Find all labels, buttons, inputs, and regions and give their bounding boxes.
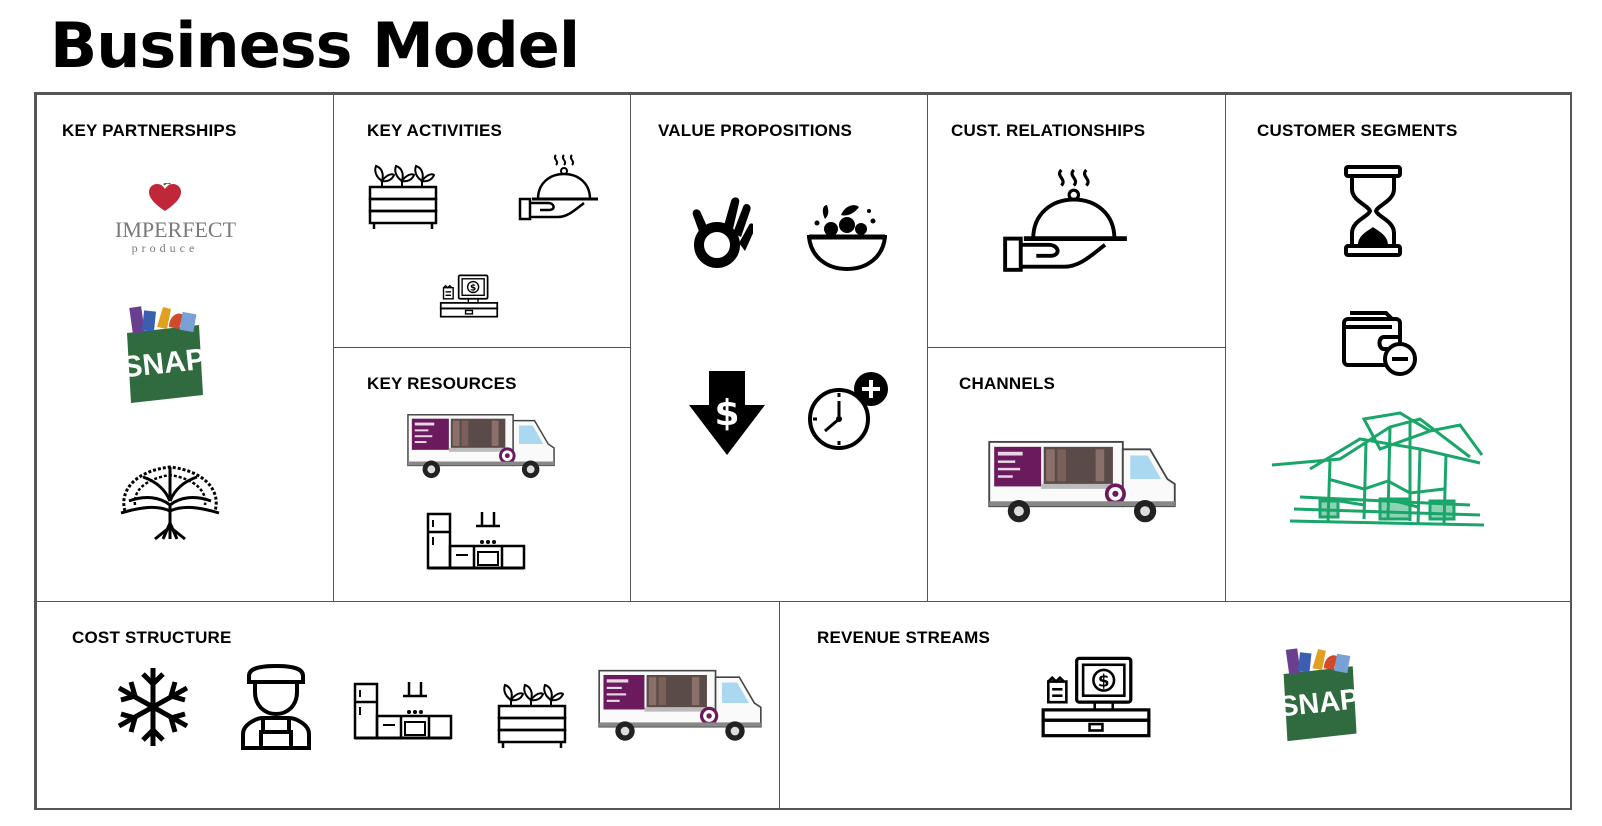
- food-truck-icon: [406, 406, 556, 482]
- imperfect-logo-line2: produce: [131, 241, 199, 255]
- key-partnerships-section: KEY PARTNERSHIPS IMPERFECT produce: [36, 94, 334, 602]
- salad-bowl-icon: [807, 199, 887, 271]
- serving-cloche-icon: [518, 153, 600, 225]
- key-resources-section: KEY RESOURCES: [333, 347, 631, 602]
- cost-structure-section: COST STRUCTURE: [36, 601, 780, 810]
- wallet-minus-icon: [1340, 309, 1420, 379]
- key-resources-label: KEY RESOURCES: [367, 374, 517, 393]
- chef-icon: [241, 664, 311, 750]
- customer-relationships-label: CUST. RELATIONSHIPS: [951, 121, 1146, 140]
- customer-relationships-section: CUST. RELATIONSHIPS: [927, 94, 1226, 348]
- food-truck-icon: [984, 432, 1180, 526]
- planter-icon: [368, 161, 438, 229]
- hourglass-icon: [1344, 165, 1402, 257]
- svg-text:$: $: [714, 393, 739, 434]
- kitchen-icon: [426, 510, 526, 570]
- value-propositions-label: VALUE PROPOSITIONS: [658, 121, 853, 140]
- key-activities-section: KEY ACTIVITIES: [333, 94, 631, 348]
- page-title: Business Model: [50, 9, 580, 82]
- value-propositions-section: VALUE PROPOSITIONS: [630, 94, 928, 602]
- channels-section: CHANNELS: [927, 347, 1226, 602]
- ok-hand-icon: [687, 193, 753, 273]
- cash-register-icon: [438, 265, 500, 327]
- oak-tree-icon: [115, 461, 225, 541]
- serving-cloche-icon: [1002, 163, 1130, 283]
- revenue-streams-label: REVENUE STREAMS: [817, 628, 991, 647]
- imperfect-logo-line1: IMPERFECT: [115, 217, 237, 242]
- price-down-icon: $: [687, 369, 767, 457]
- food-truck-icon: [597, 662, 763, 744]
- customer-segments-label: CUSTOMER SEGMENTS: [1257, 121, 1458, 140]
- snap-bag-icon: [117, 303, 217, 411]
- heart-icon: [147, 183, 183, 213]
- channels-label: CHANNELS: [959, 374, 1056, 393]
- time-add-icon: [805, 371, 891, 453]
- customer-segments-section: CUSTOMER SEGMENTS: [1225, 94, 1572, 602]
- port-cranes-icon: [1270, 409, 1486, 531]
- key-activities-label: KEY ACTIVITIES: [367, 121, 503, 140]
- snowflake-icon: [113, 664, 193, 750]
- cash-register-icon: [1038, 640, 1154, 754]
- key-partnerships-label: KEY PARTNERSHIPS: [62, 121, 237, 140]
- snap-bag-icon: [1274, 644, 1370, 750]
- cost-structure-label: COST STRUCTURE: [72, 628, 232, 647]
- revenue-streams-section: REVENUE STREAMS: [779, 601, 1572, 810]
- planter-icon: [497, 680, 567, 748]
- kitchen-icon: [353, 680, 453, 740]
- business-model-canvas: KEY PARTNERSHIPS IMPERFECT produce KEY A…: [34, 92, 1572, 810]
